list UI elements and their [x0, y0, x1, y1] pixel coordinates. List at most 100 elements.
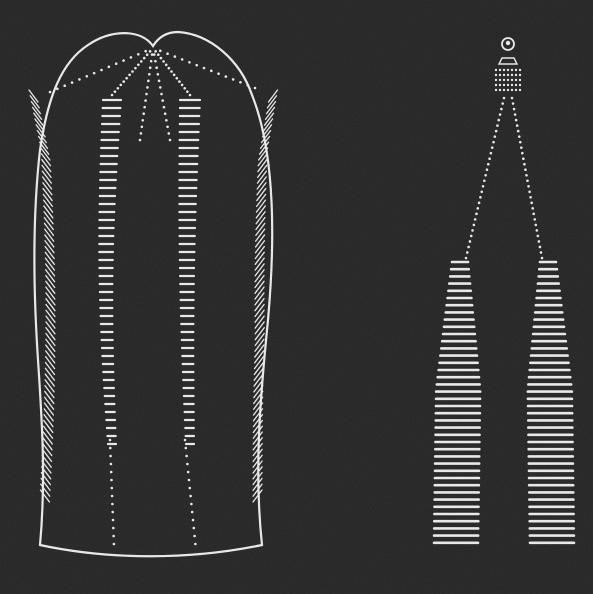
- tail-dot: [112, 519, 115, 522]
- apical-dot: [169, 139, 172, 142]
- diverge-dot: [480, 190, 483, 193]
- apical-dot: [146, 86, 149, 89]
- tail-dot: [109, 455, 112, 458]
- diverge-dot: [491, 146, 494, 149]
- apical-dot: [122, 59, 125, 62]
- block-dot: [503, 79, 505, 81]
- apical-dot: [146, 53, 149, 56]
- diverge-dot: [466, 251, 469, 254]
- block-dot: [503, 74, 505, 76]
- tail-dot: [185, 447, 188, 450]
- apical-dot: [141, 119, 144, 122]
- tail-dot: [110, 463, 113, 466]
- apical-dot: [139, 139, 142, 142]
- tail-dot: [110, 479, 113, 482]
- diverge-dot: [492, 141, 495, 144]
- apical-dot: [119, 84, 122, 87]
- apical-dot: [149, 66, 152, 69]
- apical-dot: [254, 87, 257, 90]
- diverge-dot: [490, 152, 493, 155]
- apical-dot: [160, 57, 163, 60]
- diverge-dot: [465, 257, 468, 260]
- apical-dot: [166, 126, 169, 129]
- apical-dot: [56, 88, 59, 91]
- apical-dot: [159, 86, 162, 89]
- apical-dot: [122, 80, 125, 83]
- block-dot: [499, 79, 501, 81]
- apical-dot: [157, 73, 160, 76]
- apical-dot: [63, 84, 66, 87]
- apical-dot: [203, 67, 206, 70]
- apical-dot: [210, 70, 213, 73]
- tail-dot: [192, 519, 195, 522]
- diverge-dot: [474, 218, 477, 221]
- apical-dot: [195, 64, 198, 67]
- block-dot: [511, 84, 513, 86]
- block-dot: [515, 74, 517, 76]
- diverge-dot: [531, 207, 534, 210]
- diverge-dot: [476, 207, 479, 210]
- tail-dot: [111, 511, 114, 514]
- block-dot: [499, 74, 501, 76]
- diverge-dot: [541, 257, 544, 260]
- block-dot: [507, 89, 509, 91]
- diverge-dot: [483, 179, 486, 182]
- tail-dot: [189, 487, 192, 490]
- tail-dot: [111, 487, 114, 490]
- diverge-dot: [516, 124, 519, 127]
- apical-dot: [162, 60, 165, 63]
- diverge-dot: [525, 174, 528, 177]
- apical-dot: [140, 132, 143, 135]
- apical-dot: [144, 50, 147, 53]
- block-dot: [495, 69, 497, 71]
- apical-dot: [239, 81, 242, 84]
- tail-dot: [190, 503, 193, 506]
- apical-dot: [141, 126, 144, 129]
- apical-dot: [145, 93, 148, 96]
- apical-dot: [166, 52, 169, 55]
- block-dot: [499, 89, 501, 91]
- block-dot: [519, 79, 521, 81]
- apical-dot: [188, 61, 191, 64]
- apical-dot: [78, 78, 81, 81]
- apical-dot: [140, 60, 143, 63]
- apical-dot: [175, 77, 178, 80]
- block-dot: [507, 74, 509, 76]
- apical-dot: [178, 80, 181, 83]
- apical-dot: [161, 99, 164, 102]
- block-dot: [499, 69, 501, 71]
- tail-dot: [111, 495, 114, 498]
- apical-dot: [183, 87, 186, 90]
- apical-dot: [153, 53, 156, 56]
- block-dot: [515, 84, 517, 86]
- tail-dot: [112, 535, 115, 538]
- diverge-dot: [534, 224, 537, 227]
- diverge-dot: [530, 202, 533, 205]
- tail-dot: [184, 439, 187, 442]
- block-dot: [503, 89, 505, 91]
- apical-dot: [111, 94, 114, 97]
- tail-dot: [109, 447, 112, 450]
- apical-dot: [147, 80, 150, 83]
- apical-dot: [186, 90, 189, 93]
- diverge-dot: [533, 218, 536, 221]
- diverge-dot: [513, 108, 516, 111]
- diverge-dot: [484, 174, 487, 177]
- apical-dot: [164, 112, 167, 115]
- apical-dot: [170, 70, 173, 73]
- apical-dot: [217, 72, 220, 75]
- apical-dot: [71, 81, 74, 84]
- block-dot: [503, 69, 505, 71]
- diverge-dot: [479, 196, 482, 199]
- diverge-dot: [501, 102, 504, 105]
- apical-dot: [137, 63, 140, 66]
- apical-dot: [174, 55, 177, 58]
- apical-dot: [189, 94, 192, 97]
- block-dot: [515, 69, 517, 71]
- diverge-dot: [478, 202, 481, 205]
- block-dot: [519, 89, 521, 91]
- block-dot: [515, 79, 517, 81]
- apical-dot: [131, 70, 134, 73]
- diverge-dot: [471, 229, 474, 232]
- apical-dot: [246, 84, 249, 87]
